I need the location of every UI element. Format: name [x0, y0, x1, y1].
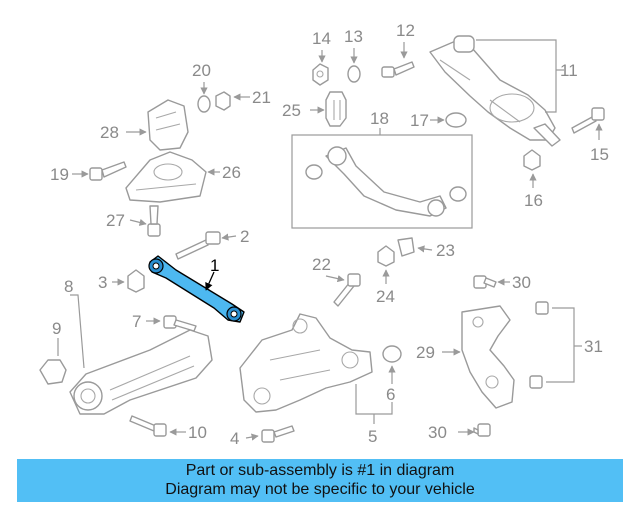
part-13-washer[interactable]	[347, 65, 361, 83]
callout-30-upper: 30	[512, 273, 531, 292]
callout-17: 17	[410, 111, 429, 130]
callout-19: 19	[50, 165, 69, 184]
callout-11: 11	[560, 61, 578, 80]
leader-31	[546, 307, 575, 383]
part-28-bump-stop[interactable]	[147, 99, 189, 151]
part-6-bushing[interactable]	[382, 345, 402, 363]
callout-14: 14	[312, 29, 331, 48]
callout-6: 6	[386, 385, 395, 404]
callout-8: 8	[64, 277, 73, 296]
callout-12: 12	[396, 21, 415, 40]
part-29-carrier[interactable]	[461, 305, 515, 409]
callout-13: 13	[344, 27, 363, 46]
callout-7: 7	[132, 312, 141, 331]
part-26-spring-seat[interactable]	[125, 151, 207, 203]
part-16-nut[interactable]	[523, 149, 541, 171]
part-14-nut[interactable]	[312, 63, 329, 86]
callout-28: 28	[100, 123, 119, 142]
callout-20: 20	[192, 61, 211, 80]
part-9-cap[interactable]	[39, 359, 67, 385]
part-25-bracket[interactable]	[325, 91, 347, 127]
callout-23: 23	[436, 241, 455, 260]
part-10-bolt[interactable]	[129, 415, 167, 437]
part-2-bolt[interactable]	[175, 231, 221, 260]
leader-1	[205, 271, 215, 291]
part-27-bolt[interactable]	[147, 205, 161, 237]
part-18-group-box	[291, 134, 473, 229]
callout-4: 4	[230, 429, 239, 448]
callout-29: 29	[416, 343, 435, 362]
leader-4	[245, 433, 259, 441]
part-31-bolt-b[interactable]	[529, 375, 543, 389]
callout-18: 18	[370, 109, 389, 128]
banner-line-1: Part or sub-assembly is #1 in diagram	[185, 462, 455, 479]
callout-3: 3	[98, 273, 107, 292]
leader-27	[129, 218, 147, 226]
part-3-nut[interactable]	[127, 269, 145, 293]
callout-10: 10	[188, 423, 207, 442]
part-12-bolt[interactable]	[381, 61, 415, 78]
callout-31: 31	[584, 337, 603, 356]
leader-11	[476, 39, 557, 113]
part-30-bolt-upper[interactable]	[473, 275, 497, 289]
part-7-bolt[interactable]	[163, 315, 197, 332]
callout-2: 2	[240, 227, 249, 246]
banner-line-2: Diagram may not be specific to your vehi…	[165, 481, 475, 498]
part-30-bolt-lower[interactable]	[473, 423, 491, 437]
leader-8	[70, 294, 85, 369]
part-22-bolt[interactable]	[333, 273, 361, 307]
part-18-upper-arm[interactable]	[305, 146, 467, 217]
knuckle	[239, 313, 373, 413]
callout-24: 24	[376, 287, 395, 306]
leader-23	[417, 245, 433, 253]
callout-15: 15	[590, 145, 609, 164]
part-19-bolt[interactable]	[89, 161, 127, 181]
callout-9: 9	[52, 319, 61, 338]
part-21-nut[interactable]	[215, 91, 231, 111]
part-4-bolt[interactable]	[261, 425, 295, 443]
callout-22: 22	[312, 255, 331, 274]
callout-27: 27	[106, 211, 125, 230]
callout-30-lower: 30	[428, 423, 447, 442]
part-31-bolt-a[interactable]	[535, 301, 549, 315]
leader-2	[221, 233, 237, 241]
callout-1: 1	[210, 256, 219, 275]
leader-22	[325, 275, 345, 283]
part-24-nut[interactable]	[377, 245, 395, 267]
info-banner: Part or sub-assembly is #1 in diagram Di…	[17, 459, 623, 502]
callout-21: 21	[252, 88, 271, 107]
callout-16: 16	[524, 191, 543, 210]
part-17-bushing[interactable]	[445, 112, 467, 128]
part-15-bolt[interactable]	[571, 107, 605, 134]
part-23-bracket[interactable]	[397, 237, 415, 257]
callout-25: 25	[282, 101, 301, 120]
part-8-lower-arm[interactable]	[69, 329, 213, 415]
part-11-control-arm[interactable]	[429, 35, 561, 147]
callout-5: 5	[368, 427, 377, 446]
part-20-washer[interactable]	[197, 95, 211, 113]
callout-26: 26	[222, 163, 241, 182]
part-1-trailing-link[interactable]	[148, 255, 245, 323]
